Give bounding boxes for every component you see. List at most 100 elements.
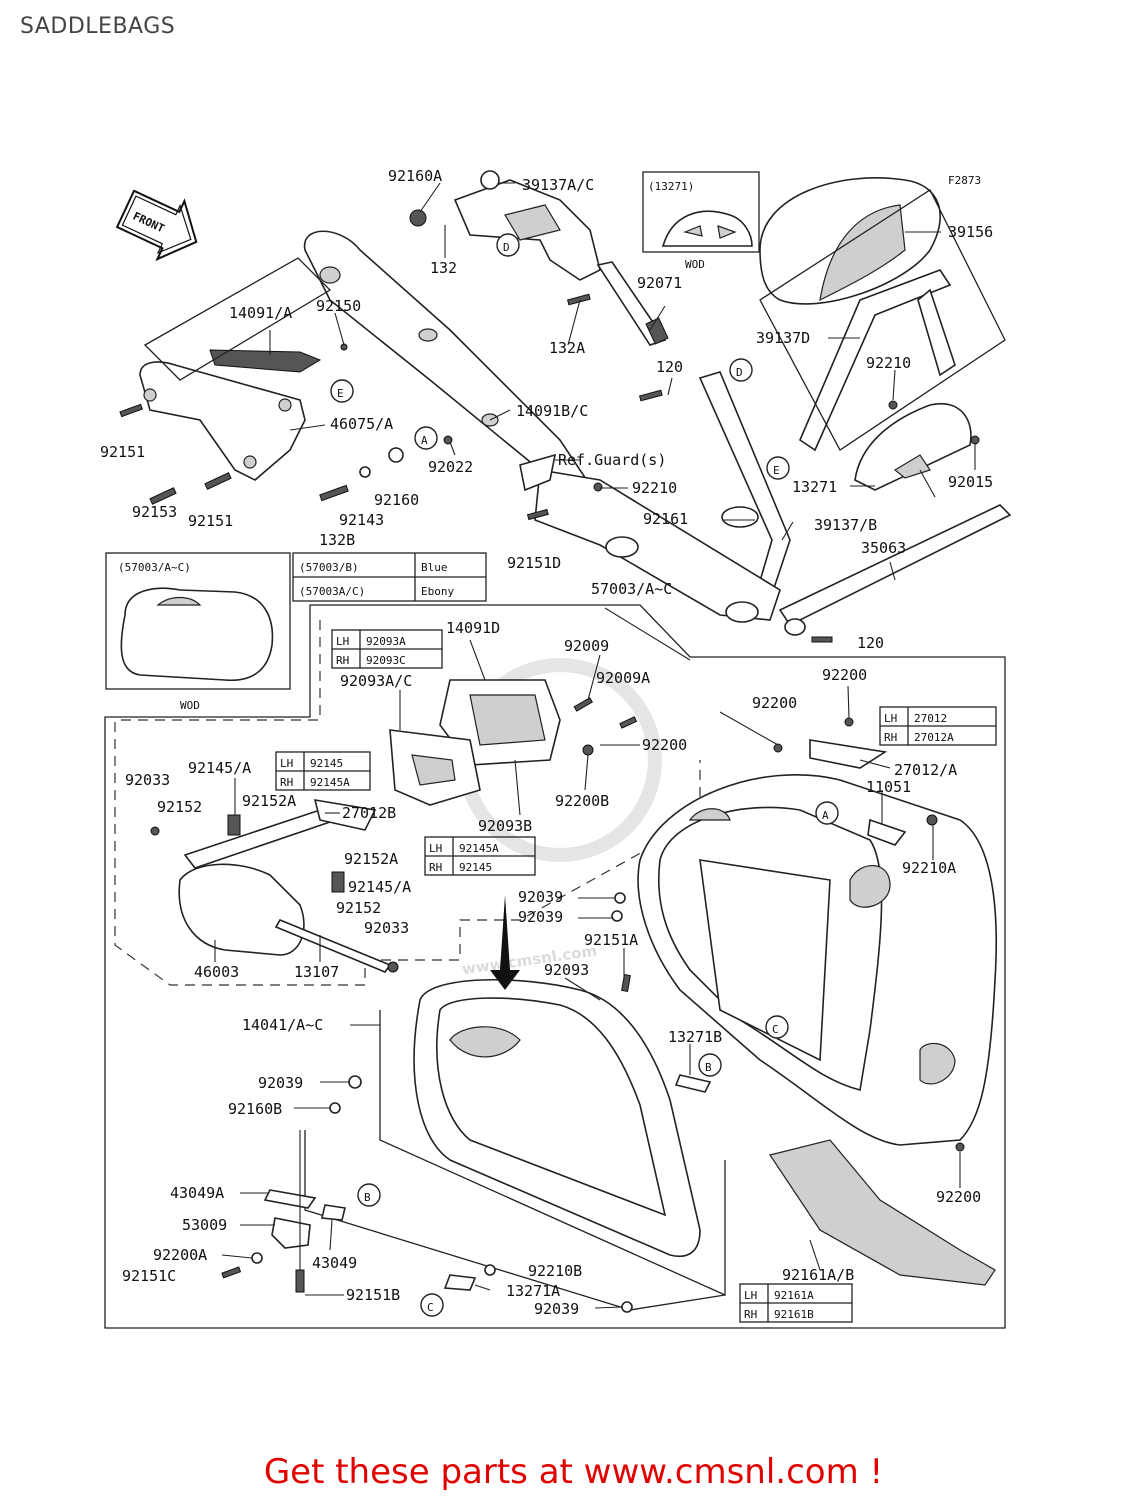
color-code-1: (57003/B) bbox=[299, 561, 359, 574]
marker-e-1-label: E bbox=[337, 387, 344, 400]
callout-92022: 92022 bbox=[428, 458, 473, 476]
callout-27012b: 27012B bbox=[342, 804, 396, 822]
marker-a-1-label: A bbox=[421, 434, 428, 447]
callout-92200-a: 92200 bbox=[822, 666, 867, 684]
mount-hole bbox=[605, 536, 639, 558]
callout-57003-inset: (57003/A~C) bbox=[118, 561, 191, 574]
callout-27012a: 27012/A bbox=[894, 761, 957, 779]
spring-92071 bbox=[645, 317, 669, 345]
figure-code: F2873 bbox=[948, 174, 981, 187]
callout-132b: 132B bbox=[319, 531, 355, 549]
callout-92152-b: 92152 bbox=[336, 899, 381, 917]
t92145b-rh-part: 92145 bbox=[459, 861, 492, 874]
callout-92151b: 92151B bbox=[346, 1286, 400, 1304]
bracket-outline bbox=[143, 257, 332, 381]
callout-92151d: 92151D bbox=[507, 554, 561, 572]
table-92145: LH 92145 RH 92145A bbox=[275, 751, 371, 791]
marker-a-2 bbox=[815, 801, 839, 825]
left-bracket-part bbox=[139, 349, 322, 481]
inset-13271-box bbox=[642, 171, 760, 253]
t92093-lh: LH bbox=[336, 635, 349, 648]
marker-group: D D E E A A B B C C bbox=[330, 233, 839, 1317]
latch-rod bbox=[183, 809, 332, 869]
callout-92093b: 92093B bbox=[478, 817, 532, 835]
callout-14041ac: 14041/A~C bbox=[242, 1016, 323, 1034]
callout-92151c: 92151C bbox=[122, 1267, 176, 1285]
callout-wod-left: WOD bbox=[180, 699, 200, 712]
plate-13271-part bbox=[854, 402, 972, 491]
front-arrow-icon: FRONT bbox=[115, 189, 198, 262]
lower-outline bbox=[304, 1130, 726, 1311]
marker-a-1 bbox=[414, 426, 438, 450]
marker-d-2-label: D bbox=[736, 366, 743, 379]
callout-46003: 46003 bbox=[194, 963, 239, 981]
callout-92039-a: 92039 bbox=[518, 888, 563, 906]
saddlebag-hole-2 bbox=[919, 1042, 956, 1085]
saddlebag-lid-slot bbox=[449, 1026, 521, 1058]
callout-120-top: 120 bbox=[656, 358, 683, 376]
rail-part bbox=[303, 230, 601, 522]
marker-e-1 bbox=[330, 379, 354, 403]
callout-92152a-a: 92152A bbox=[242, 792, 296, 810]
latch-plate-27012B bbox=[313, 799, 377, 831]
marker-c-2 bbox=[420, 1293, 444, 1317]
callout-53009: 53009 bbox=[182, 1216, 227, 1234]
collar-120 bbox=[784, 618, 806, 636]
t92161-rh: RH bbox=[744, 1308, 757, 1321]
hinge-53009 bbox=[271, 1217, 311, 1249]
strap-27012 bbox=[809, 739, 888, 769]
table-92093: LH 92093A RH 92093C bbox=[331, 629, 443, 669]
fastener-group bbox=[119, 293, 980, 1313]
arrow-down-icon bbox=[490, 895, 520, 990]
callout-92200a: 92200A bbox=[153, 1246, 207, 1264]
t27012-rh: RH bbox=[884, 731, 897, 744]
saddlebag-group-frame bbox=[104, 604, 1006, 1329]
callout-92151-l: 92151 bbox=[100, 443, 145, 461]
t92093-rh-part: 92093C bbox=[366, 654, 406, 667]
table-27012: LH 27012 RH 27012A bbox=[879, 706, 997, 746]
latch-cover-46003 bbox=[178, 863, 305, 956]
hinge-panel-inner bbox=[469, 694, 546, 746]
callout-92009a: 92009A bbox=[596, 669, 650, 687]
callout-92153: 92153 bbox=[132, 503, 177, 521]
color-code-2: (57003A/C) bbox=[299, 585, 365, 598]
t92145b-lh-part: 92145A bbox=[459, 842, 499, 855]
callout-92210b: 92210B bbox=[528, 1262, 582, 1280]
callout-14091a: 14091/A bbox=[229, 304, 292, 322]
callout-39137b: 39137/B bbox=[814, 516, 877, 534]
lid-group-dashed bbox=[114, 722, 701, 986]
marker-e-2 bbox=[766, 456, 790, 480]
backrest-part bbox=[759, 177, 941, 305]
callout-92143: 92143 bbox=[339, 511, 384, 529]
callout-92033-a: 92033 bbox=[125, 771, 170, 789]
top-bracket-part bbox=[409, 170, 601, 281]
t92145b-rh: RH bbox=[429, 861, 442, 874]
guard-ref-part bbox=[519, 453, 557, 492]
hinge-43049A bbox=[263, 1189, 317, 1209]
t92145-rh-part: 92145A bbox=[310, 776, 350, 789]
t92145b-lh: LH bbox=[429, 842, 442, 855]
callout-92210-m: 92210 bbox=[632, 479, 677, 497]
marker-d-1 bbox=[496, 233, 520, 257]
callout-92039-c: 92039 bbox=[258, 1074, 303, 1092]
callout-132a: 132A bbox=[549, 339, 585, 357]
callout-92152a-b: 92152A bbox=[344, 850, 398, 868]
marker-e-2-label: E bbox=[773, 464, 780, 477]
footer-link[interactable]: Get these parts at www.cmsnl.com ! bbox=[263, 1452, 884, 1492]
callout-92009: 92009 bbox=[564, 637, 609, 655]
saddlebag-hole bbox=[688, 808, 731, 821]
saddlebags-parts-diagram: www.cmsnl.com FRONT F2873 (1327 bbox=[100, 167, 1012, 1329]
callout-92151a: 92151A bbox=[584, 931, 638, 949]
callout-92071: 92071 bbox=[637, 274, 682, 292]
callout-14091bc: 14091B/C bbox=[516, 402, 588, 420]
callout-43049: 43049 bbox=[312, 1254, 357, 1272]
t27012-rh-part: 27012A bbox=[914, 731, 954, 744]
marker-b-1 bbox=[698, 1053, 722, 1077]
t27012-lh-part: 27012 bbox=[914, 712, 947, 725]
marker-b-2-label: B bbox=[364, 1191, 371, 1204]
callout-92145a-b: 92145/A bbox=[348, 878, 411, 896]
backrest-frame-part bbox=[799, 269, 952, 452]
callout-92210-r: 92210 bbox=[866, 354, 911, 372]
callout-92200-c: 92200 bbox=[642, 736, 687, 754]
callout-wod-top: WOD bbox=[685, 258, 705, 271]
